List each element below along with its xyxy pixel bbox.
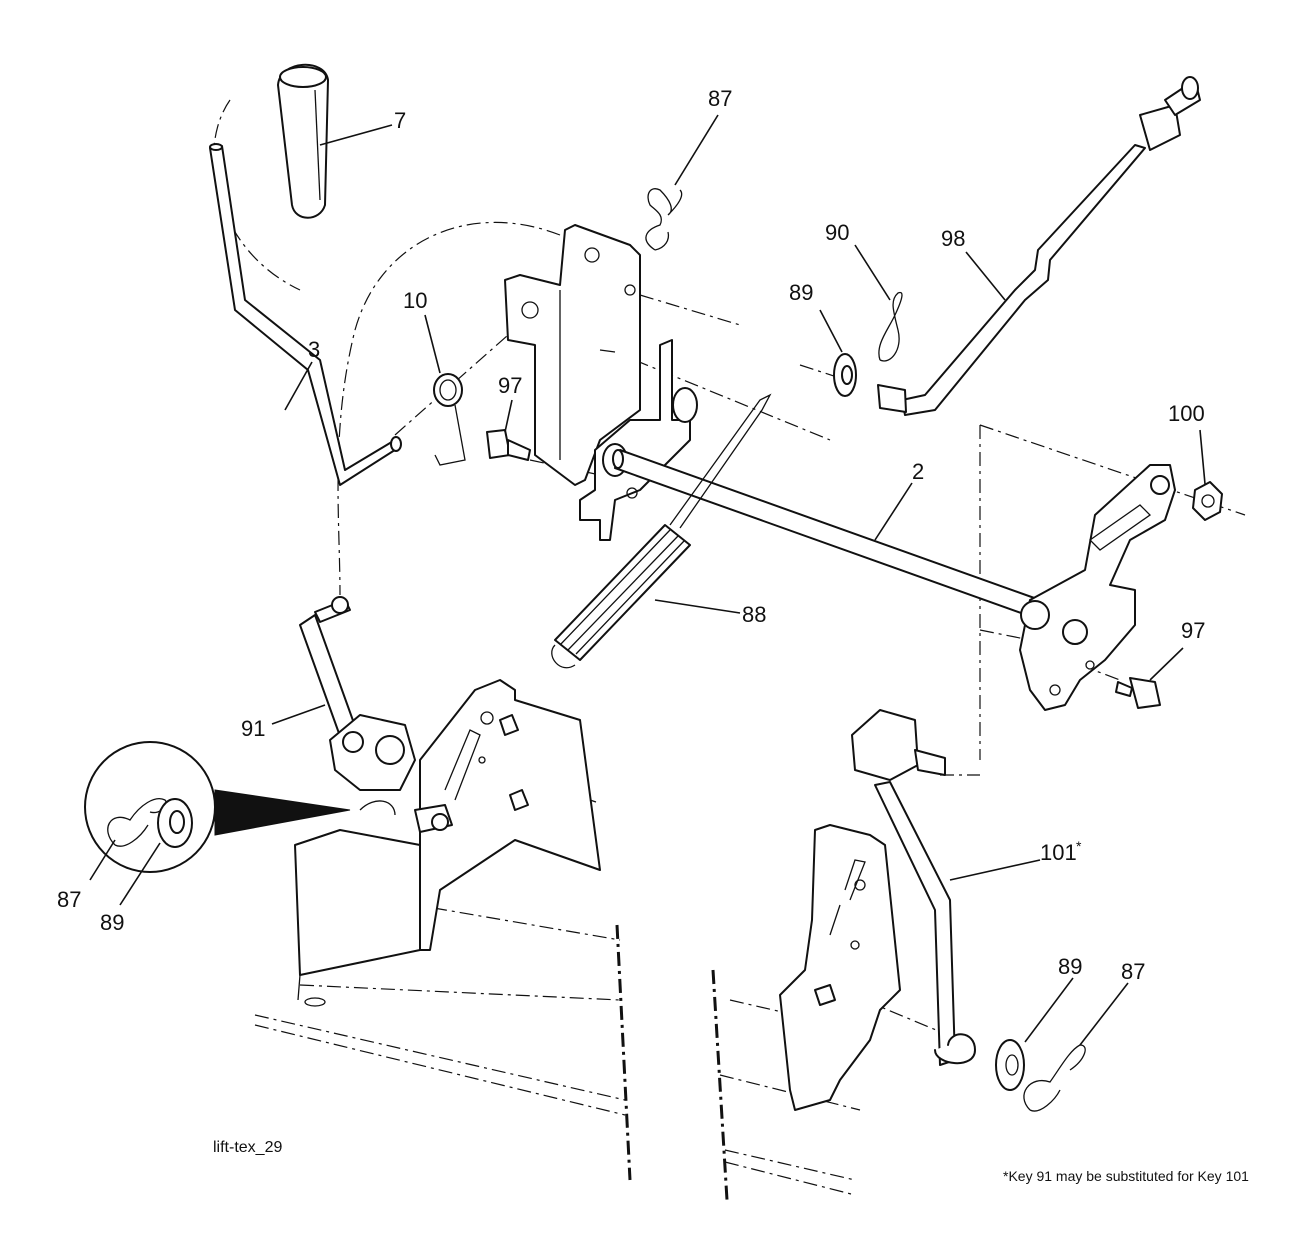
link-91 [299, 596, 453, 833]
lift-handle-3 [209, 143, 402, 486]
extension-spring-88 [551, 393, 772, 669]
callout-link-right: 101 [1040, 840, 1077, 865]
callout-inset-washer: 89 [100, 910, 124, 935]
callout-spring-small: 10 [403, 288, 427, 313]
deck-left-panel [294, 829, 421, 1007]
callout-washer-right: 89 [789, 280, 813, 305]
rod-98 [877, 76, 1201, 416]
callout-numbers: 7 3 10 97 87 90 89 98 100 2 88 97 91 101… [57, 86, 1205, 984]
bolt-97-left [486, 429, 531, 461]
handle-grip-7 [277, 63, 329, 219]
callout-clip-top: 87 [708, 86, 732, 111]
torsion-spring-10 [433, 373, 466, 466]
washer-89-right [833, 353, 857, 397]
clip-90 [878, 291, 903, 362]
clip-87-bottom [1023, 1044, 1086, 1112]
washer-89-bottom [995, 1039, 1025, 1091]
callout-bolt-right: 97 [1181, 618, 1205, 643]
callout-inset-clip: 87 [57, 887, 81, 912]
callout-handle-grip: 7 [394, 108, 406, 133]
callout-lift-handle: 3 [308, 337, 320, 362]
upper-mounting-bracket [504, 224, 641, 486]
callout-bolt-left: 97 [498, 373, 522, 398]
callout-nut-right: 100 [1168, 401, 1205, 426]
callout-link-right-mark: * [1076, 838, 1082, 854]
bolt-97-right [1115, 677, 1161, 709]
footnote: *Key 91 may be substituted for Key 101 [1003, 1168, 1249, 1184]
link-101 [851, 709, 976, 1066]
callout-extension-spring: 88 [742, 602, 766, 627]
callout-clip-bottom: 87 [1121, 959, 1145, 984]
callout-clip-right: 90 [825, 220, 849, 245]
callout-washer-bottom: 89 [1058, 954, 1082, 979]
clip-87-top [645, 188, 683, 251]
right-lift-arm [1019, 464, 1176, 711]
callout-lift-shaft: 2 [912, 459, 924, 484]
inset-detail [84, 741, 351, 873]
diagram-id-label: lift-tex_29 [213, 1139, 283, 1156]
left-bracket-plate [419, 679, 601, 951]
callout-rod-right: 98 [941, 226, 965, 251]
right-bracket-plate [779, 824, 901, 1111]
callout-link-left: 91 [241, 716, 265, 741]
leader-lines [89, 114, 1206, 1046]
nut-100 [1192, 481, 1223, 521]
